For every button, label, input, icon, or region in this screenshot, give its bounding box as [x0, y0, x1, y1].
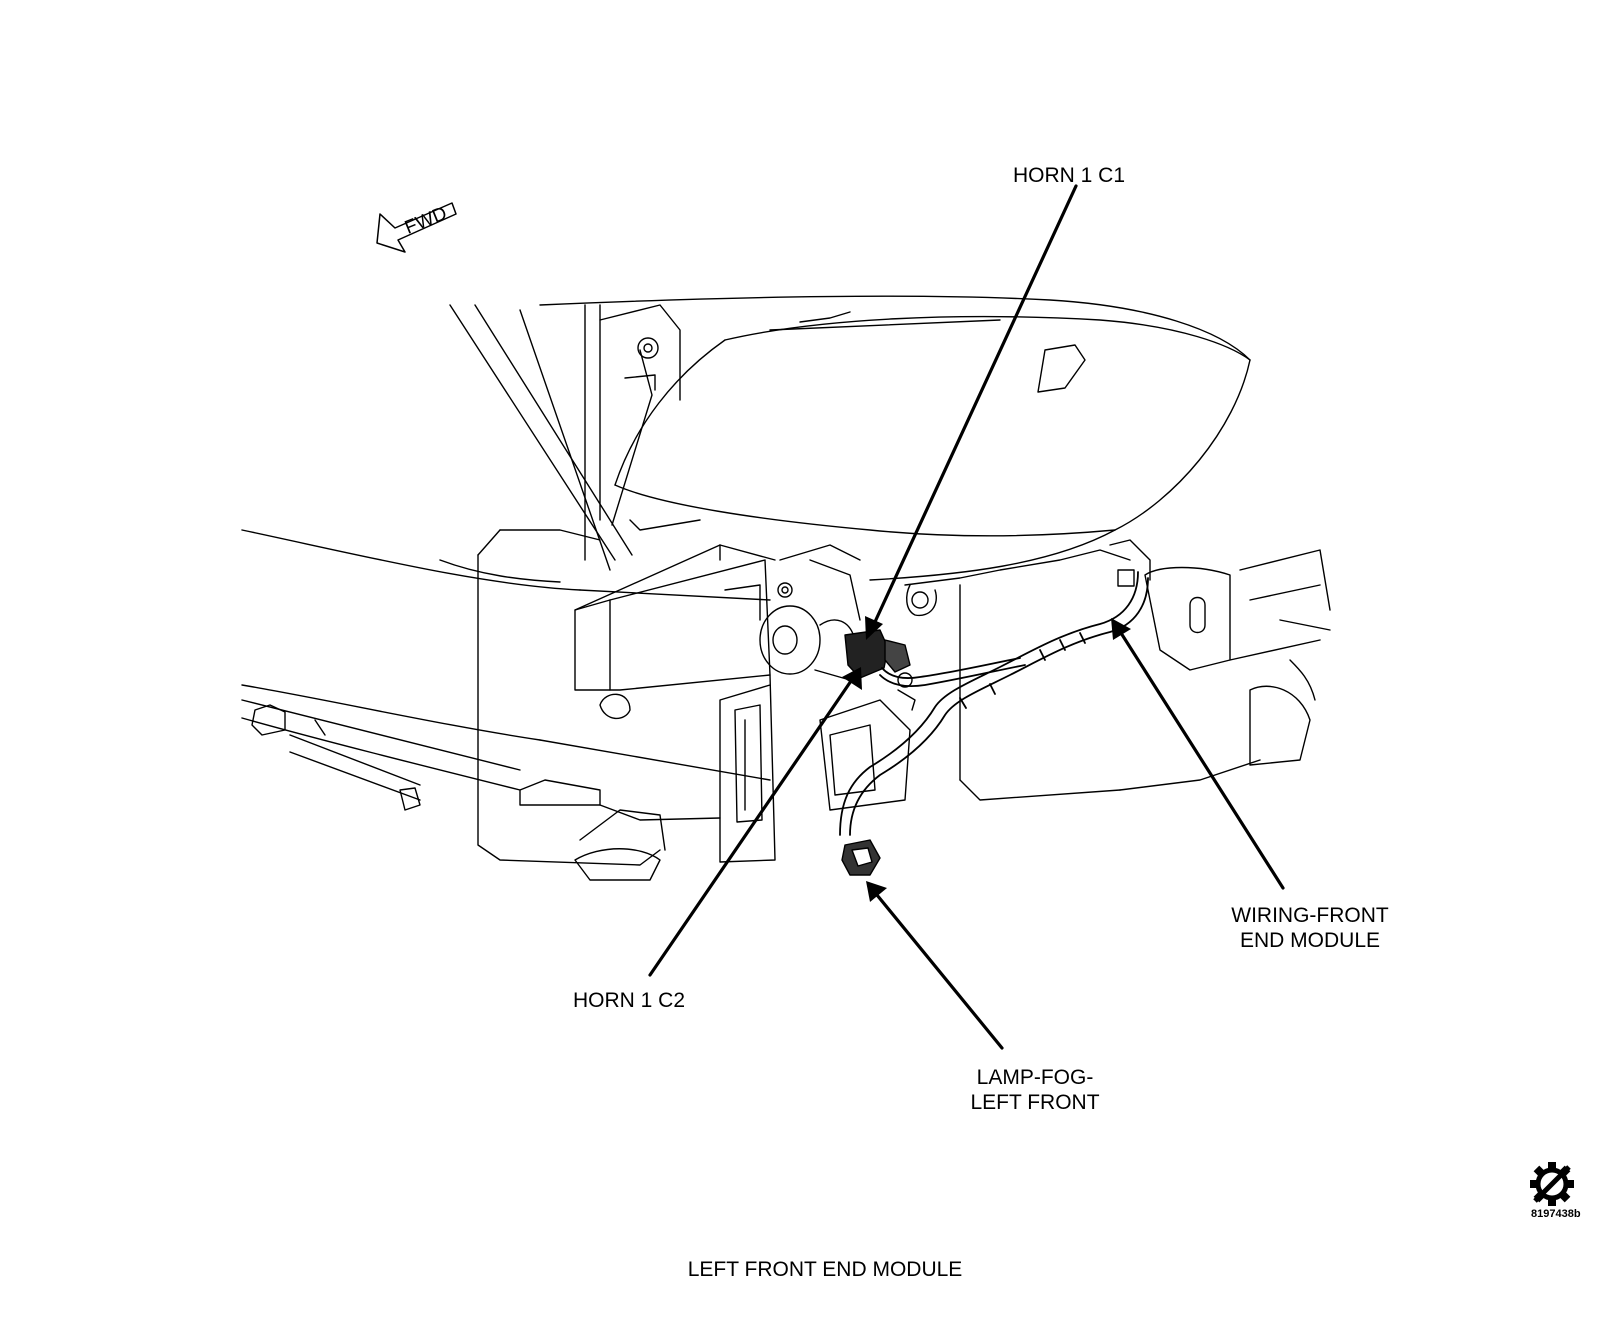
label-wiring-line2: END MODULE [1239, 929, 1381, 952]
label-horn1-c2: HORN 1 C2 [573, 989, 686, 1012]
arrowhead-horn1-c2 [842, 667, 862, 690]
leader-lamp-fog-left-front [875, 893, 1004, 1050]
leader-lines [648, 184, 1285, 1050]
right-housing [904, 539, 1331, 801]
left-bracket-outline [584, 304, 701, 561]
label-wiring-front-end-module: WIRING-FRONT END MODULE [1230, 903, 1390, 953]
fwd-label: FWD [402, 203, 450, 239]
label-fog-line1: LAMP-FOG- [976, 1066, 1094, 1089]
label-wiring-line1: WIRING-FRONT [1231, 904, 1389, 927]
wiring-harness [839, 571, 1149, 836]
figure-caption: LEFT FRONT END MODULE [687, 1258, 963, 1281]
arrowhead-wiring [1111, 618, 1131, 640]
horn-bolt [897, 672, 916, 711]
bumper-beam [241, 529, 771, 781]
fwd-arrow-icon: FWD [376, 202, 457, 253]
horn-connectors [844, 629, 911, 679]
arrowhead-horn1-c1 [865, 616, 883, 640]
gear-slash-icon [1530, 1162, 1574, 1206]
horn-body [759, 605, 856, 681]
leader-wiring-front-end-module [1119, 631, 1285, 890]
label-lamp-fog-left-front: LAMP-FOG- LEFT FRONT [960, 1065, 1110, 1115]
leader-horn1-c1 [872, 184, 1078, 626]
fascia-outline [539, 295, 1251, 581]
fog-lamp-connector [841, 839, 881, 876]
center-bracket [574, 544, 793, 863]
leader-arrowheads [842, 616, 1131, 902]
figure-id: 8197438b [1531, 1208, 1581, 1220]
lower-right-bracket [779, 544, 911, 811]
diagonal-struts [449, 304, 633, 571]
module-housing [477, 529, 721, 881]
leader-horn1-c2 [648, 679, 853, 977]
label-fog-line2: LEFT FRONT [970, 1091, 1100, 1114]
arrowhead-fog [866, 881, 887, 902]
label-horn1-c1: HORN 1 C1 [1013, 164, 1126, 187]
lower-crossbar [241, 699, 521, 811]
